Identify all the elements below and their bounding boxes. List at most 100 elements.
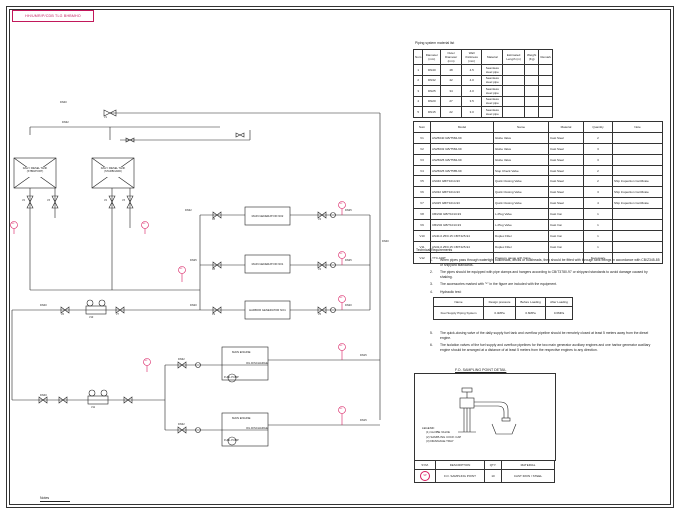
- sampling-legend: LEGEND: (1) GLOBE VALVE (2) SAMPLING COC…: [422, 426, 461, 444]
- item-number: 3.: [430, 282, 433, 287]
- table-row: Fuel Supply Piping System 0.4MPa 0.6MPa …: [432, 306, 573, 320]
- pipe-tag: DN40: [40, 304, 47, 307]
- table-cell: Globe Valve: [493, 142, 549, 155]
- tank-1-label: DAILY DIESEL TANK (STBD/PORT): [22, 167, 48, 174]
- legend-item: (1) GLOBE VALVE: [426, 430, 450, 435]
- table-cell: AS40-0.25/0.15 CB/T425-94: [430, 229, 494, 242]
- table-cell: [523, 74, 540, 86]
- table-cell: Cast Steel: [548, 142, 584, 155]
- table-cell: [523, 64, 540, 76]
- table-cell: CAST IRON / STEEL: [501, 469, 555, 483]
- table-cell: Seamless steel pipe: [481, 64, 504, 76]
- table-cell: F.O. SAMPLING POINT: [435, 469, 485, 483]
- table-cell: 1: [412, 64, 424, 76]
- valve-tag: V7: [116, 313, 119, 316]
- valve-tag: V3: [122, 199, 125, 202]
- valve-tag: V6: [61, 313, 64, 316]
- pipe-tag: DN40: [60, 101, 67, 104]
- table-cell: V8: [413, 208, 431, 221]
- valve-tag: V4: [318, 218, 321, 221]
- item-text: The accessories marked with "*" in the f…: [440, 282, 557, 287]
- table-header: Wall thickness (mm): [460, 49, 483, 65]
- valve-table: Num Model Name Material Quantity Note V1…: [413, 121, 663, 264]
- generator-no1-label: MAIN GENERATOR NO1: [251, 262, 284, 266]
- table-header: Remark: [538, 49, 553, 65]
- sampling-point-tag: SP: [339, 253, 343, 255]
- harbor-generator-label: HARBOR GENERATOR NO1: [249, 308, 286, 312]
- table-cell: [502, 106, 525, 118]
- table-cell: [523, 106, 540, 118]
- table-cell: Cast Steel: [548, 175, 584, 188]
- table-cell: 4.5: [460, 64, 483, 76]
- table-cell: 34: [440, 85, 462, 97]
- table-cell: [612, 164, 663, 177]
- table-cell: 2: [583, 131, 613, 144]
- main-generator-no2: [244, 206, 291, 226]
- table-cell: 22: [440, 106, 462, 118]
- table-header: After Loading: [545, 297, 573, 307]
- pipe-tag: DN32: [178, 423, 185, 426]
- sampling-point-tag: SP: [11, 223, 15, 225]
- pipe-tag: DN15: [360, 354, 367, 357]
- table-cell: [612, 208, 663, 221]
- engine-1-label: MAIN ENGINE: [232, 350, 251, 354]
- table-cell: 3.0: [460, 106, 483, 118]
- table-cell: 3: [583, 153, 613, 166]
- table-header: Material: [548, 121, 584, 133]
- item-text: The pipes should be equipped with pipe c…: [440, 270, 648, 279]
- pipe-tag: DN40: [40, 394, 47, 397]
- table-header: Num: [413, 121, 431, 133]
- table-cell: [612, 251, 663, 264]
- item-text: When pipes pass through watertight bulkh…: [440, 258, 660, 267]
- table-cell: V9: [413, 219, 431, 231]
- table-cell: V2: [413, 142, 431, 155]
- sampling-point-tag: SP: [339, 408, 343, 410]
- day-tank-1: [13, 157, 57, 189]
- table-cell: Seamless steel pipe: [481, 85, 504, 97]
- day-tank-2: [91, 157, 135, 189]
- pipe-tag: DN25: [345, 209, 352, 212]
- notes-label: Notes: [40, 496, 50, 500]
- drawing-number-stamp: HH/UMR/P/CDB TLG BHBMHO: [12, 10, 94, 22]
- generator-no2-label: MAIN GENERATOR NO2: [251, 214, 284, 218]
- valve-symbols: [26, 109, 327, 434]
- table-cell: 1: [583, 208, 613, 221]
- table-cell: 3: [412, 85, 424, 97]
- table-cell: AS025 GB/T1014-93: [430, 197, 494, 210]
- table-cell: [538, 85, 553, 97]
- table-cell: Stop Check Valve: [493, 164, 549, 177]
- table-header: Outer Diameter (mm): [440, 49, 462, 65]
- valve-tag: V11: [91, 406, 96, 409]
- table-cell: 1: [583, 229, 613, 242]
- item-number: 2.: [430, 270, 433, 275]
- table-cell: [502, 95, 525, 107]
- table-cell: 3.5: [460, 95, 483, 107]
- technical-requirements-continued: 5.The quick-closing valve of the daily s…: [416, 330, 666, 355]
- table-cell: [612, 229, 663, 242]
- sampling-cock-drawing: [458, 387, 517, 435]
- table-cell: DN32: [422, 74, 442, 86]
- list-item: 1.When pipes pass through watertight bul…: [430, 258, 666, 267]
- table-cell: 3: [583, 142, 613, 155]
- table-cell: V4: [413, 164, 431, 177]
- piping-material-table: Num Diameter (mm) Outer Diameter (mm) Wa…: [412, 49, 553, 118]
- sampling-point-tag: SP: [144, 360, 148, 362]
- list-item: 6.The isolation valves of the fuel suppl…: [430, 343, 666, 352]
- table-cell: AS032 GB/T1014-93: [430, 186, 494, 199]
- table-cell: AS25025 GB/T585-99: [430, 164, 494, 177]
- sampling-point-tag: SP: [142, 223, 146, 225]
- table-cell: Globe Valve: [493, 131, 549, 144]
- table-cell: [538, 106, 553, 118]
- table-header: Note: [612, 121, 663, 133]
- sampling-detail-title: F.O. SAMPLING POINT DETAIL: [455, 368, 507, 372]
- table-cell: 0.6MPa: [545, 306, 573, 320]
- table-header: Material: [481, 49, 504, 65]
- table-cell: [523, 95, 540, 107]
